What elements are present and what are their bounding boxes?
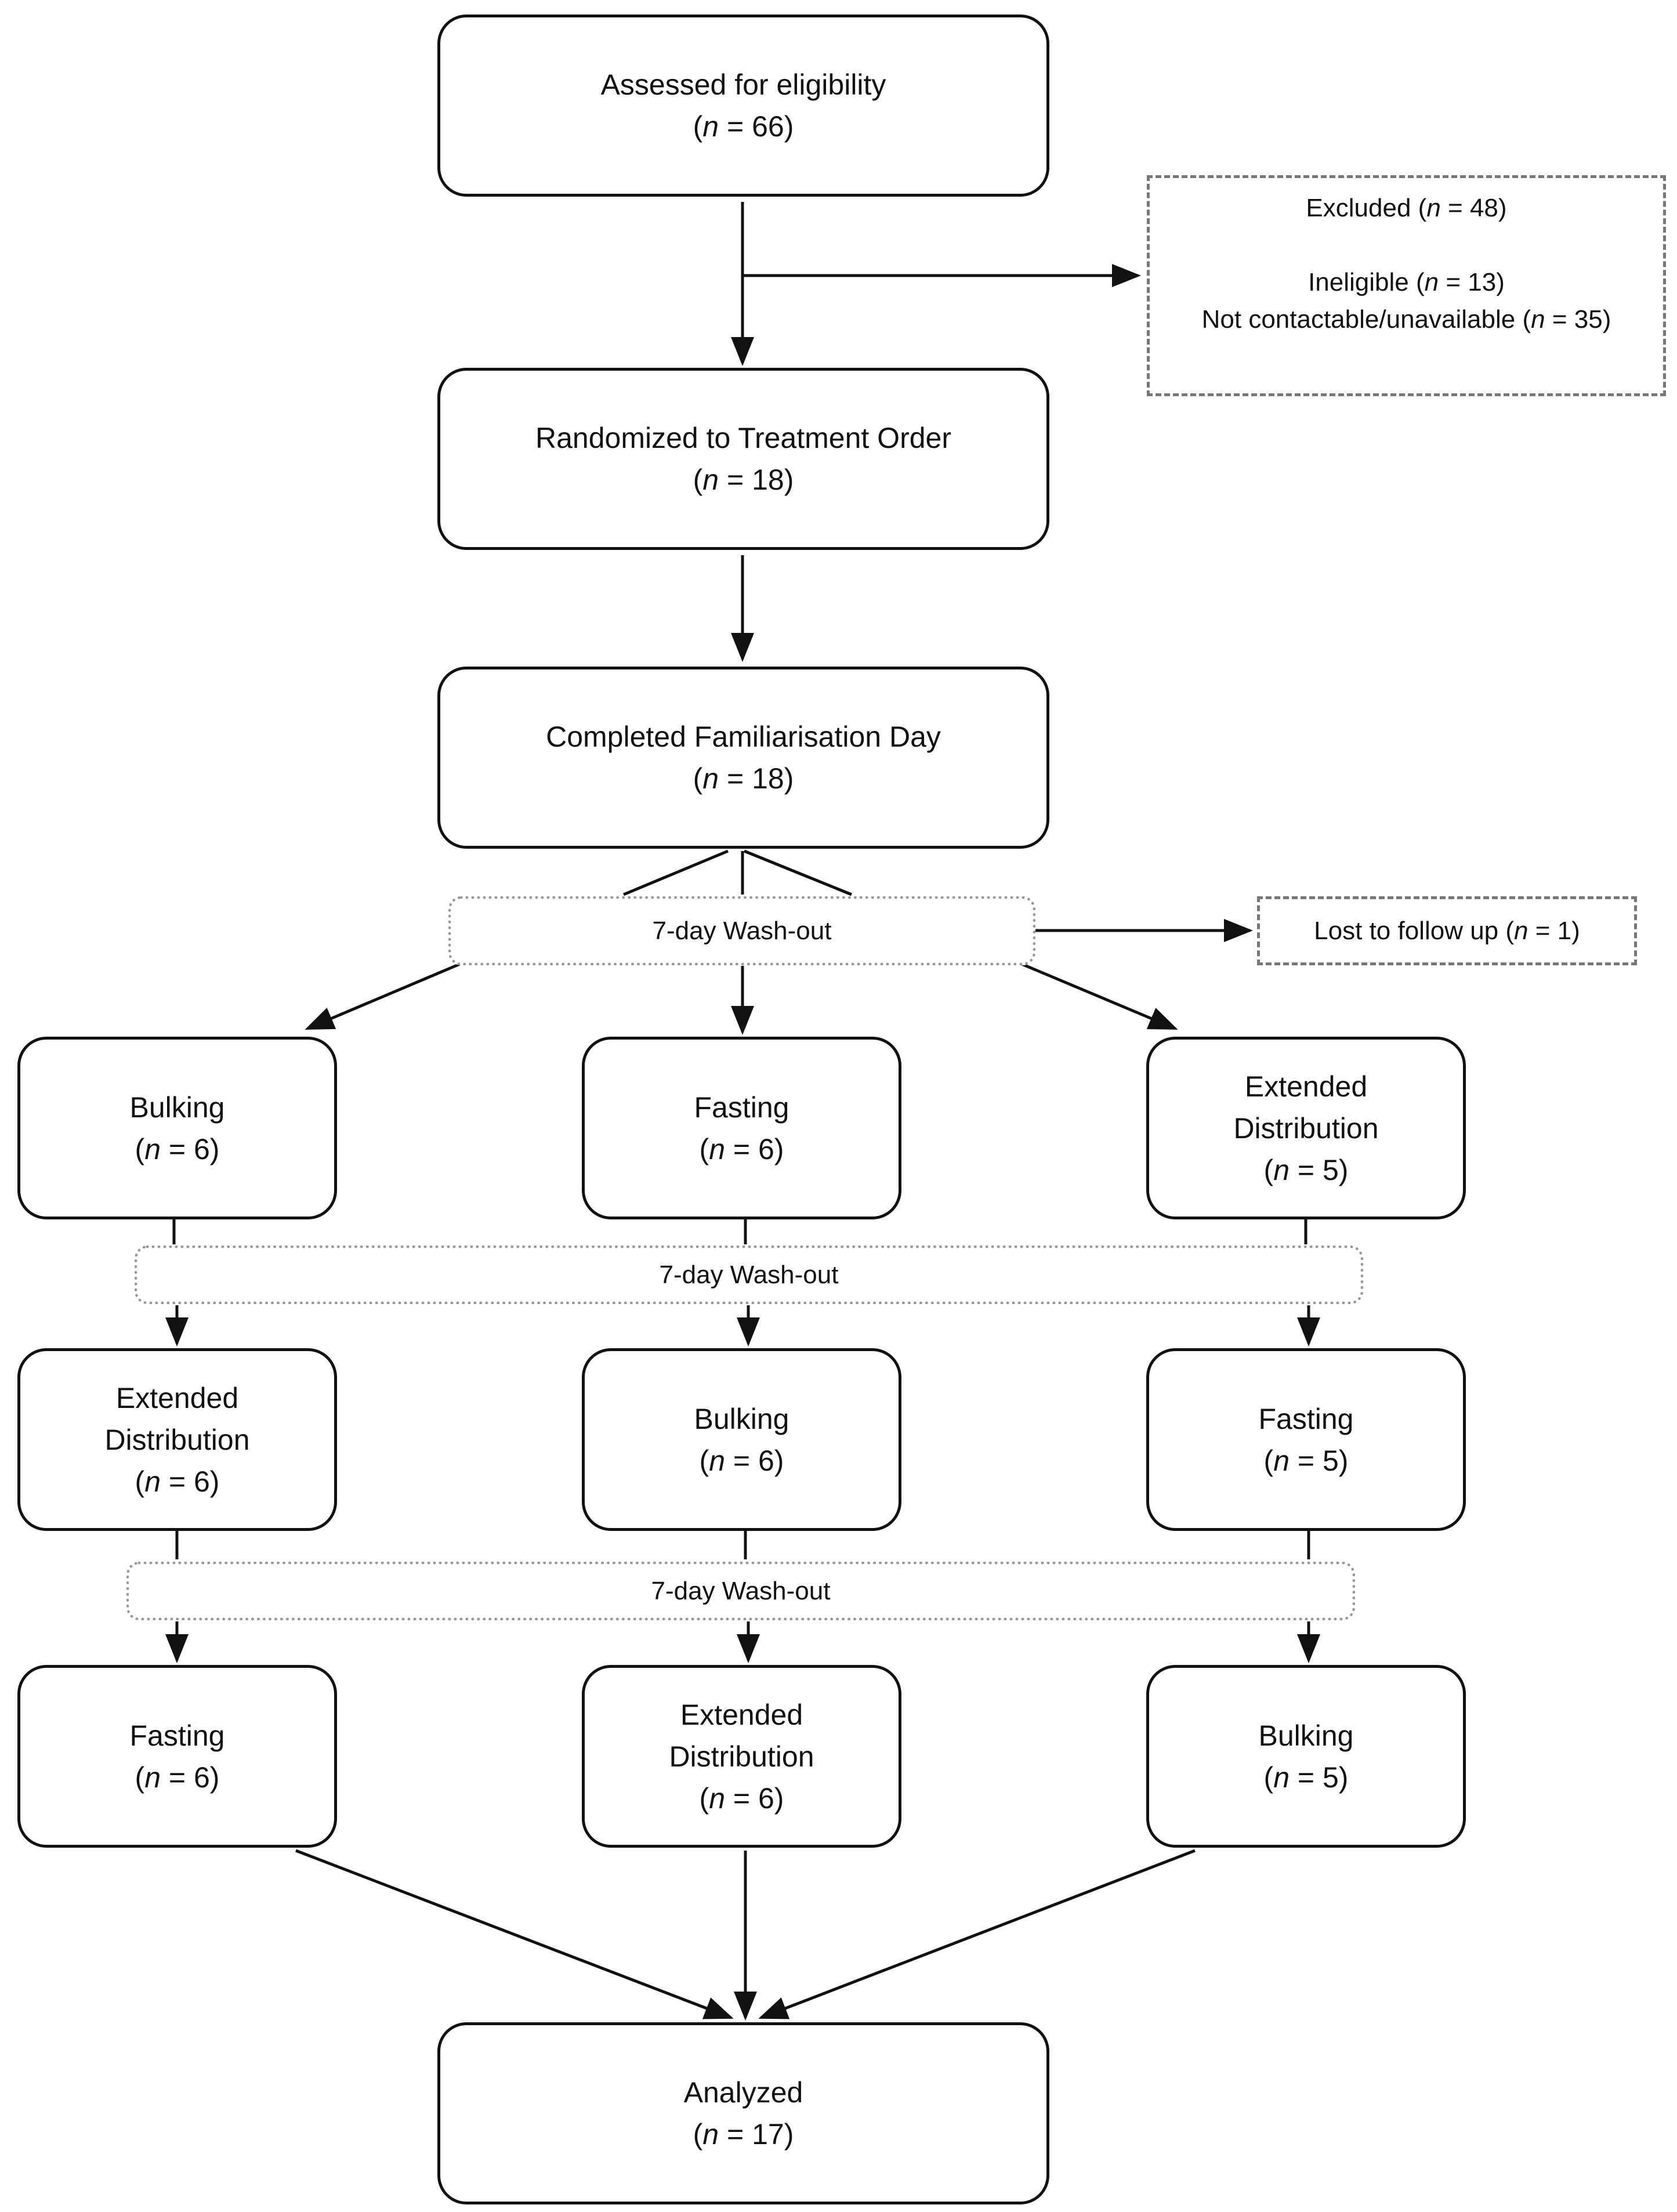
period3-arm-label: Fasting [129, 1719, 225, 1752]
period2-fasting-box: Fasting (n = 5) [1146, 1348, 1466, 1531]
period3-arm-label-line2: Distribution [669, 1740, 814, 1773]
period1-arm-count: (n = 5) [1263, 1153, 1349, 1186]
period1-arm-label-line2: Distribution [1233, 1112, 1379, 1145]
period1-fasting-box: Fasting (n = 6) [582, 1037, 901, 1219]
period3-arm-label: Extended [680, 1698, 803, 1731]
period2-bulking-box: Bulking (n = 6) [582, 1348, 901, 1531]
period1-extended-distribution-box: Extended Distribution (n = 5) [1146, 1037, 1466, 1219]
period3-arm-count: (n = 5) [1263, 1761, 1349, 1794]
line-fam-to-washout-right [744, 849, 852, 896]
period3-arm-count: (n = 6) [699, 1782, 784, 1815]
period1-arm-label: Bulking [129, 1091, 225, 1124]
period1-arm-count: (n = 6) [699, 1132, 784, 1165]
randomized-label: Randomized to Treatment Order [535, 422, 951, 454]
lost-to-follow-up-box: Lost to follow up (n = 1) [1257, 896, 1637, 965]
arrow-washout1-to-p1-left [305, 961, 463, 1030]
washout-1: 7-day Wash-out [448, 896, 1035, 965]
arrow-p3-left-to-analyzed [295, 1849, 734, 2019]
assessed-label: Assessed for eligibility [600, 68, 886, 101]
analyzed-count: (n = 17) [693, 2118, 794, 2151]
period2-arm-label: Fasting [1258, 1402, 1354, 1435]
period3-arm-count: (n = 6) [135, 1761, 220, 1794]
washout-2-label: 7-day Wash-out [659, 1260, 839, 1289]
period3-bulking-box: Bulking (n = 5) [1146, 1665, 1466, 1848]
period2-arm-label-line2: Distribution [104, 1423, 250, 1456]
period3-extended-distribution-box: Extended Distribution (n = 6) [582, 1665, 901, 1848]
period3-arm-label: Bulking [1258, 1719, 1354, 1752]
familiarisation-label: Completed Familiarisation Day [546, 721, 941, 753]
randomized-count: (n = 18) [693, 464, 794, 496]
familiarisation-count: (n = 18) [693, 762, 794, 795]
period2-arm-label: Bulking [694, 1402, 789, 1435]
period2-arm-count: (n = 5) [1263, 1444, 1349, 1477]
washout-2: 7-day Wash-out [135, 1246, 1363, 1304]
assessed-box: Assessed for eligibility (n = 66) [437, 15, 1049, 197]
lost-label: Lost to follow up (n = 1) [1314, 916, 1580, 945]
washout-1-label: 7-day Wash-out [652, 916, 832, 945]
period3-fasting-box: Fasting (n = 6) [17, 1665, 337, 1848]
period1-arm-label: Extended [1244, 1070, 1368, 1103]
period2-arm-label: Extended [115, 1381, 239, 1414]
arrow-p3-right-to-analyzed [758, 1849, 1196, 2019]
line-fam-to-washout-left [623, 849, 729, 896]
assessed-count: (n = 66) [693, 110, 794, 143]
excluded-not-contactable: Not contactable/unavailable (n = 35) [1201, 305, 1611, 334]
period2-arm-count: (n = 6) [699, 1444, 784, 1477]
excluded-ineligible: Ineligible (n = 13) [1308, 268, 1505, 296]
period2-extended-distribution-box: Extended Distribution (n = 6) [17, 1348, 337, 1531]
period1-bulking-box: Bulking (n = 6) [17, 1037, 337, 1219]
analyzed-box: Analyzed (n = 17) [437, 2022, 1049, 2204]
period1-arm-count: (n = 6) [135, 1132, 220, 1165]
excluded-spacer [1202, 227, 1611, 264]
excluded-box: Excluded (n = 48) Ineligible (n = 13) No… [1147, 175, 1666, 396]
familiarisation-box: Completed Familiarisation Day (n = 18) [437, 667, 1049, 849]
randomized-box: Randomized to Treatment Order (n = 18) [437, 368, 1049, 550]
period1-arm-label: Fasting [694, 1091, 789, 1124]
period2-arm-count: (n = 6) [135, 1465, 220, 1498]
excluded-title: Excluded (n = 48) [1306, 194, 1507, 222]
washout-3-label: 7-day Wash-out [651, 1576, 831, 1605]
washout-3: 7-day Wash-out [126, 1562, 1355, 1620]
analyzed-label: Analyzed [683, 2076, 803, 2109]
arrow-washout1-to-p1-right [1019, 961, 1178, 1030]
